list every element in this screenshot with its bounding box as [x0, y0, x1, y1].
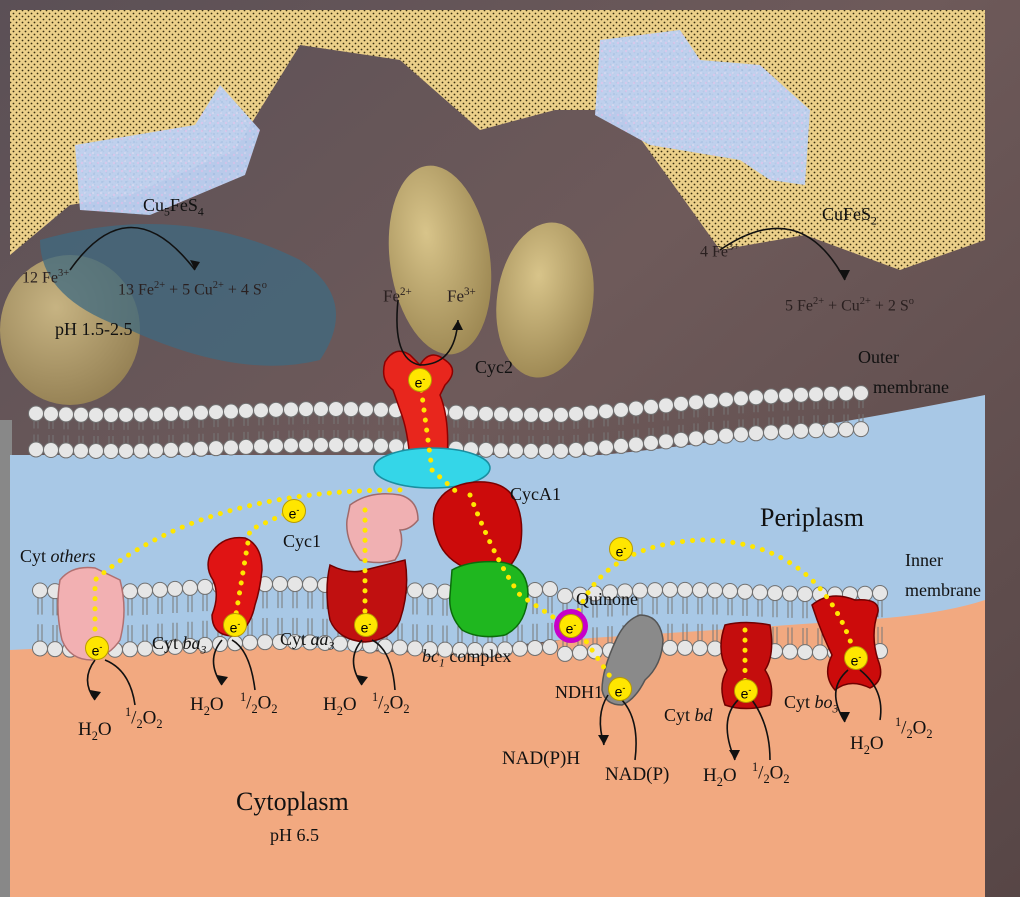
water-product: H2O [850, 733, 884, 758]
inner-membrane-label-1: Inner [905, 551, 943, 569]
cyc2-label: Cyc2 [475, 358, 513, 376]
reaction-right-output: 5 Fe2+ + Cu2+ + 2 So [785, 296, 914, 315]
cytoplasm-label: Cytoplasm [236, 789, 349, 815]
mineral-left-label: Cu5FeS4 [143, 196, 204, 218]
electron-cyt-aa3: e- [354, 613, 378, 637]
cyt-others-label: Cyt others [20, 547, 96, 565]
oxygen-reactant: 1/2O2 [752, 760, 790, 787]
cyca1-label: CycA1 [510, 485, 561, 503]
nadph-label: NAD(P)H [502, 748, 580, 770]
electron-cyc2: e- [408, 368, 432, 392]
electron-cyt-bo3: e- [844, 646, 868, 670]
mineral-right-label: CuFeS2 [822, 205, 877, 227]
cyt-ba3-label: Cyt ba3 [152, 634, 206, 656]
iron-oxidized-label: Fe3+ [447, 286, 476, 307]
cyt-bd-label: Cyt bd [664, 706, 713, 724]
water-product: H2O [703, 765, 737, 790]
cytoplasm-ph-label: pH 6.5 [270, 826, 319, 844]
outer-membrane-label-1: Outer [858, 348, 899, 366]
bc1-complex-protein [450, 562, 528, 637]
iron-reduced-label: Fe2+ [383, 286, 412, 307]
water-product: H2O [323, 694, 357, 719]
oxygen-reactant: 1/2O2 [240, 690, 278, 717]
reaction-right-input: 4 Fe3+ [700, 242, 739, 261]
electron-periplasm: e- [282, 499, 306, 523]
electron-upper-arc: e- [609, 537, 633, 561]
external-ph-label: pH 1.5-2.5 [55, 320, 133, 338]
electron-cyt-others: e- [85, 636, 109, 660]
electron-cyt-bd: e- [734, 679, 758, 703]
electron-quinone: e- [559, 614, 583, 638]
electron-cyt-ba3: e- [223, 613, 247, 637]
ndh1-label: NDH1 [555, 683, 603, 701]
periplasm-label: Periplasm [760, 505, 864, 531]
bc1-complex-label: bc1 complex [422, 647, 511, 669]
reaction-left-output: 13 Fe2+ + 5 Cu2+ + 4 So [118, 280, 267, 299]
oxygen-reactant: 1/2O2 [372, 690, 410, 717]
cyc1-label: Cyc1 [283, 532, 321, 550]
electron-ndh1: e- [608, 677, 632, 701]
reaction-left-input: 12 Fe3+ [22, 268, 69, 287]
outer-membrane-label-2: membrane [873, 378, 949, 396]
cyt-aa3-label: Cyt aa3 [280, 630, 334, 652]
water-product: H2O [190, 694, 224, 719]
inner-membrane-label-2: membrane [905, 581, 981, 599]
nadp-label: NAD(P) [605, 764, 669, 786]
water-product: H2O [78, 719, 112, 744]
oxygen-reactant: 1/2O2 [895, 715, 933, 742]
oxygen-reactant: 1/2O2 [125, 705, 163, 732]
cyt-bo3-label: Cyt bo3 [784, 693, 838, 715]
quinone-label: Quinone [576, 590, 638, 608]
